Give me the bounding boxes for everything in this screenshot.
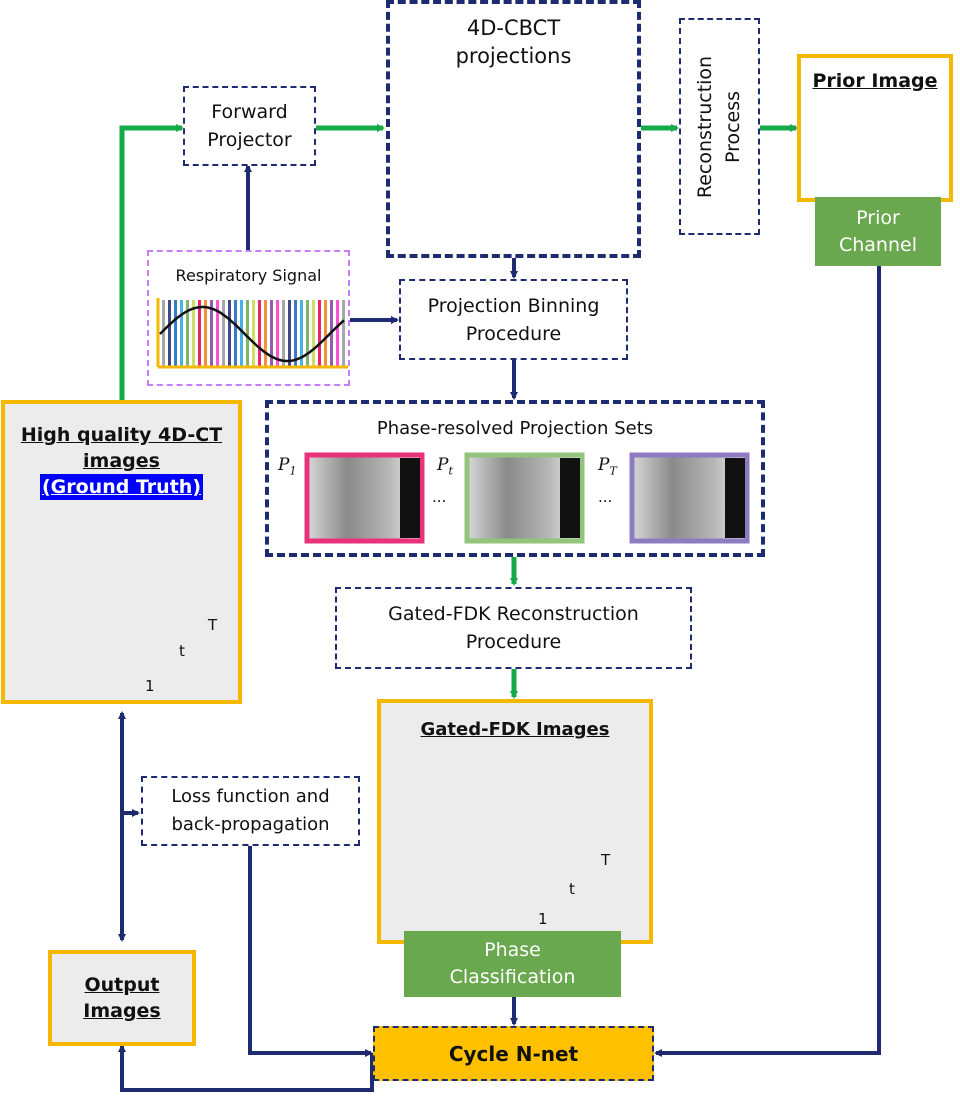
fdk-stack-label-T: T [601, 851, 611, 869]
cycle-nnet-box: Cycle N-net [373, 1026, 654, 1081]
phase-resolved-title: Phase-resolved Projection Sets [376, 418, 654, 439]
phase-classification-box: Phase Classification [404, 931, 621, 997]
forward-projector-box: Forward Projector [183, 86, 316, 166]
signal-bar [264, 300, 267, 366]
signal-bar [312, 300, 315, 366]
signal-bar [174, 300, 177, 366]
signal-bar [246, 300, 249, 366]
signal-bar [276, 300, 279, 366]
signal-bar [216, 300, 219, 366]
output-line1: Output [84, 974, 160, 996]
signal-bar [282, 300, 285, 366]
arrow-gt-to-forward [119, 124, 184, 400]
loss-line1: Loss function and [171, 786, 330, 807]
cbct-title-line2: projections [455, 44, 572, 68]
arrow-prior-to-cycle [654, 266, 881, 1057]
recon-line2: Process [722, 90, 745, 163]
phase-class-line1: Phase [484, 939, 541, 961]
binning-line1: Projection Binning [427, 294, 600, 317]
prior-image-box: Prior Image [797, 54, 953, 202]
signal-bar [294, 300, 297, 366]
output-line2: Images [83, 1000, 161, 1022]
signal-bar [324, 300, 327, 366]
signal-bar [204, 300, 207, 366]
signal-bar [258, 300, 261, 366]
loss-line2: back-propagation [171, 814, 330, 835]
signal-bar [162, 300, 165, 366]
signal-bar [198, 300, 201, 366]
respiratory-signal-plot [156, 298, 348, 369]
forward-projector-line2: Projector [207, 129, 292, 151]
signal-bar [342, 300, 345, 366]
gated-fdk-recon-box: Gated-FDK Reconstruction Procedure [335, 587, 692, 669]
gated-images-title: Gated-FDK Images [420, 719, 610, 740]
signal-bar [168, 300, 171, 366]
hq-stack-label-T: T [208, 616, 218, 634]
green-arrows [119, 124, 798, 699]
output-images-box: Output Images [48, 950, 196, 1046]
phase-label-p1: P1 [278, 455, 297, 478]
respiratory-signal-label: Respiratory Signal [175, 266, 322, 285]
signal-bar [180, 300, 183, 366]
ground-truth-label: (Ground Truth) [39, 474, 204, 500]
projection-binning-box: Projection Binning Procedure [399, 279, 628, 360]
recon-line1: Reconstruction [694, 55, 717, 198]
signal-bar [222, 300, 225, 366]
phase-ellipsis-2: ... [598, 488, 613, 506]
loss-function-box: Loss function and back-propagation [141, 776, 360, 846]
signal-bar [318, 300, 321, 366]
binning-line2: Procedure [465, 322, 562, 345]
navy-arrows [118, 164, 881, 1092]
forward-projector-line1: Forward [211, 101, 288, 123]
hq-title-line2: images [83, 450, 160, 472]
signal-bar [240, 300, 243, 366]
phase-thumbnails [304, 452, 750, 544]
signal-bar [288, 300, 291, 366]
signal-bar [192, 300, 195, 366]
cycle-nnet-label: Cycle N-net [448, 1041, 579, 1066]
signal-bar [234, 300, 237, 366]
prior-channel-line1: Prior [856, 206, 900, 229]
signal-bar [306, 300, 309, 366]
high-quality-4dct-box: High quality 4D-CT images (Ground Truth) [1, 400, 242, 704]
respiratory-signal-box: Respiratory Signal [147, 250, 350, 386]
prior-channel-line2: Channel [838, 233, 917, 256]
cbct-title-line1: 4D-CBCT [466, 16, 561, 40]
signal-bar [300, 300, 303, 366]
arrow-loss-to-cycle [248, 846, 373, 1057]
reconstruction-process-box: Reconstruction Process [679, 18, 760, 235]
prior-image-title: Prior Image [812, 70, 938, 92]
gated-recon-line2: Procedure [465, 631, 562, 653]
phase-ellipsis-1: ... [432, 488, 447, 506]
hq-title-line1: High quality 4D-CT [20, 424, 223, 446]
signal-bar [186, 300, 189, 366]
signal-bar [252, 300, 255, 366]
fdk-stack-label-t: t [569, 880, 575, 898]
arrow-cycle-to-output [118, 1044, 374, 1092]
signal-bar [210, 300, 213, 366]
hq-stack-label-1: 1 [145, 677, 155, 695]
signal-bar [228, 300, 231, 366]
cbct-projections-box: 4D-CBCT projections [386, 0, 641, 258]
hq-stack-label-t: t [179, 642, 185, 660]
fdk-stack-label-1: 1 [538, 910, 548, 928]
gated-recon-line1: Gated-FDK Reconstruction [388, 603, 639, 625]
phase-label-pt: Pt [437, 455, 453, 478]
signal-bar [270, 300, 273, 366]
prior-channel-box: Prior Channel [815, 197, 941, 266]
gated-fdk-images-box: Gated-FDK Images [377, 699, 653, 944]
phase-label-pT: PT [598, 455, 617, 478]
phase-class-line2: Classification [449, 966, 576, 988]
signal-bar [336, 300, 339, 366]
phase-resolved-box: Phase-resolved Projection Sets [265, 400, 765, 557]
